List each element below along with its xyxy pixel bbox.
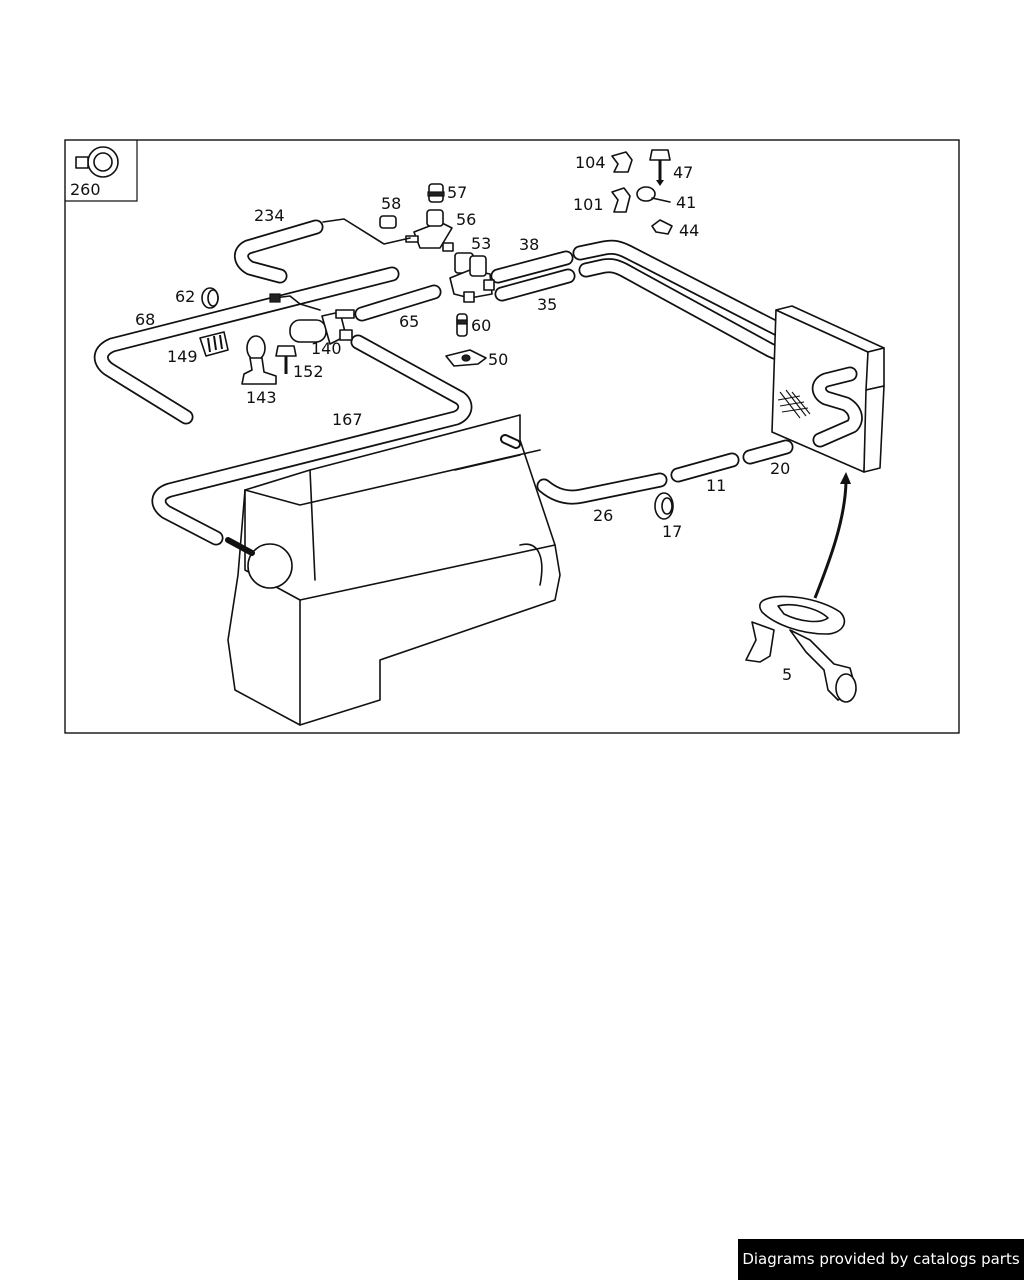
duct-5-icon [745, 595, 857, 703]
clip-104-icon [611, 151, 633, 173]
footer-credit: Diagrams provided by catalogs parts [738, 1239, 1024, 1280]
bracket-50-icon [445, 349, 487, 367]
callout-140: 140 [311, 339, 342, 358]
callout-58: 58 [381, 194, 401, 213]
callout-143: 143 [246, 388, 277, 407]
hose-234 [234, 219, 324, 284]
callout-44: 44 [679, 221, 699, 240]
screw-47-icon [649, 149, 671, 186]
heater-pipe-upper [572, 239, 814, 363]
callout-53: 53 [471, 234, 491, 253]
callout-260: 260 [70, 180, 101, 199]
hose-167 [151, 334, 473, 546]
valve-53-icon [449, 252, 495, 303]
grommet-62-icon [201, 287, 219, 309]
arrow-5 [813, 481, 848, 599]
engine-pulley-icon [225, 537, 293, 589]
hose-11 [670, 452, 740, 483]
connector-149-icon [199, 331, 229, 357]
heater-core [771, 305, 885, 473]
clip-101-icon [611, 187, 631, 213]
fitting-58-icon [379, 215, 397, 229]
callout-5: 5 [782, 665, 792, 684]
callout-11: 11 [706, 476, 726, 495]
callout-65: 65 [399, 312, 419, 331]
hose-20 [742, 439, 794, 465]
callout-56: 56 [456, 210, 476, 229]
valve-57-icon [427, 183, 445, 203]
callout-104: 104 [575, 153, 606, 172]
callout-38: 38 [519, 235, 539, 254]
fitting-60-icon [456, 313, 468, 337]
callout-152: 152 [293, 362, 324, 381]
hose-38 [490, 250, 574, 284]
clamp-41-icon [636, 186, 671, 203]
callout-167: 167 [332, 410, 363, 429]
callout-62: 62 [175, 287, 195, 306]
callout-47: 47 [673, 163, 693, 182]
callout-101: 101 [573, 195, 604, 214]
bracket-143-icon [241, 335, 277, 385]
clamp-260-icon [75, 146, 119, 178]
grommet-17-icon [654, 492, 674, 520]
callout-149: 149 [167, 347, 198, 366]
callout-26: 26 [593, 506, 613, 525]
clip-44-icon [651, 219, 673, 235]
hose-26 [536, 472, 668, 505]
diagram-frame [64, 139, 960, 734]
inset-box [65, 140, 138, 202]
callout-41: 41 [676, 193, 696, 212]
hose-65 [354, 284, 442, 322]
callout-68: 68 [135, 310, 155, 329]
callout-17: 17 [662, 522, 682, 541]
leader-line-234 [322, 218, 411, 245]
callout-50: 50 [488, 350, 508, 369]
engine-nipple-icon [500, 434, 521, 449]
callout-35: 35 [537, 295, 557, 314]
pump-140-icon [269, 293, 355, 345]
hose-68 [93, 266, 400, 425]
callout-60: 60 [471, 316, 491, 335]
screw-152-icon [275, 345, 297, 374]
valve-56-icon [405, 209, 454, 252]
hose-35 [494, 268, 576, 302]
callout-57: 57 [447, 183, 467, 202]
engine-block [227, 414, 561, 726]
callout-20: 20 [770, 459, 790, 478]
callout-234: 234 [254, 206, 285, 225]
arrow-head-5-icon [840, 472, 851, 484]
